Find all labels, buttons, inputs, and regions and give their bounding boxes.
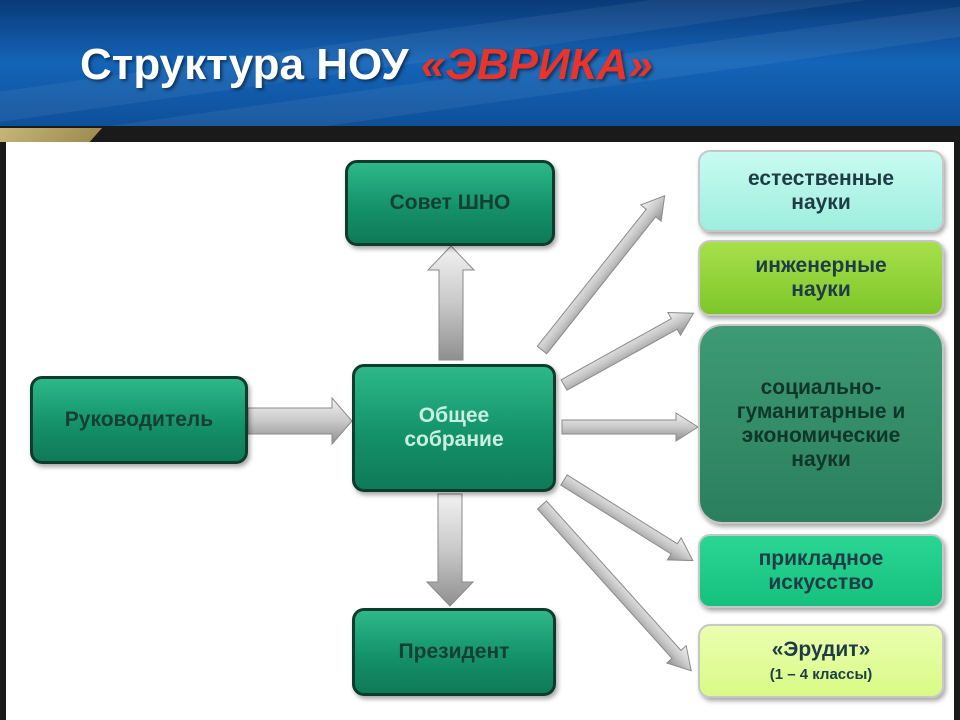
header-divider <box>0 126 960 144</box>
title-accent: «ЭВРИКА» <box>420 40 653 89</box>
node-erudit-label: «Эрудит» <box>771 638 871 662</box>
node-council-label: Совет ШНО <box>389 190 511 214</box>
arrow-meeting-to-social <box>561 412 699 442</box>
node-president-label: Президент <box>398 639 510 663</box>
title-main: Структура НОУ <box>80 40 421 89</box>
arrow-meeting-to-council <box>426 245 476 361</box>
node-leader[interactable]: Руководитель <box>30 376 248 464</box>
node-erudit-sublabel: (1 – 4 классы) <box>769 666 873 684</box>
node-president[interactable]: Президент <box>352 608 556 696</box>
node-applied-art-label: прикладное искусство <box>758 546 884 594</box>
node-natural-sciences-label: естественные науки <box>747 166 895 214</box>
arrow-meeting-to-engineering <box>560 312 695 391</box>
page-title: Структура НОУ «ЭВРИКА» <box>80 40 653 90</box>
node-general-meeting-label: Общее собрание <box>404 403 504 451</box>
node-natural-sciences[interactable]: естественные науки <box>698 150 944 232</box>
node-social-sciences[interactable]: социально-гуманитарные и экономические н… <box>698 324 944 524</box>
node-general-meeting[interactable]: Общее собрание <box>352 364 556 492</box>
arrow-leader-to-meeting <box>247 396 353 446</box>
arrow-meeting-to-natural <box>536 195 666 355</box>
arrow-meeting-to-erudit <box>536 500 692 672</box>
node-council[interactable]: Совет ШНО <box>345 160 555 246</box>
node-engineering-sciences-label: инженерные науки <box>755 253 887 301</box>
node-applied-art[interactable]: прикладное искусство <box>698 534 944 608</box>
arrow-meeting-to-president <box>425 493 475 607</box>
title-banner: Структура НОУ «ЭВРИКА» <box>0 0 960 140</box>
node-social-sciences-label: социально-гуманитарные и экономические н… <box>736 375 906 472</box>
node-erudit[interactable]: «Эрудит» (1 – 4 классы) <box>698 624 944 698</box>
arrow-meeting-to-applied <box>560 474 694 562</box>
node-engineering-sciences[interactable]: инженерные науки <box>698 240 944 316</box>
node-leader-label: Руководитель <box>64 407 214 431</box>
